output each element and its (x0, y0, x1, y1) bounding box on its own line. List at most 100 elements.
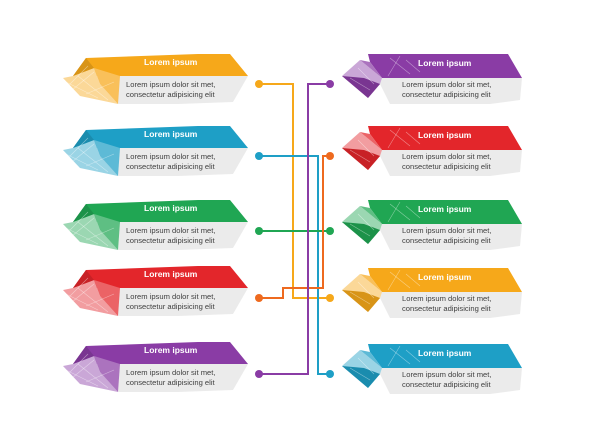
card-description: Lorem ipsum dolor sit met, consectetur a… (126, 368, 215, 388)
card-band (368, 200, 522, 224)
card-shape (342, 344, 522, 394)
dot-left-4 (255, 294, 263, 302)
card-band (368, 268, 522, 292)
connector-teal (259, 155, 330, 375)
card-description-line: consectetur adipisicing elit (402, 304, 491, 313)
card-description-line: consectetur adipisicing elit (402, 90, 491, 99)
card-title: Lorem ipsum (418, 272, 472, 282)
card-gem-face (73, 346, 94, 364)
card-description-line: Lorem ipsum dolor sit met, (402, 294, 492, 303)
card-shape (63, 266, 248, 316)
card-title: Lorem ipsum (144, 129, 198, 139)
card-band (73, 342, 248, 364)
card-gem-face (63, 140, 118, 176)
card-description-line: consectetur adipisicing elit (402, 236, 491, 245)
card-description-line: consectetur adipisicing elit (126, 378, 215, 387)
dot-right-5 (326, 370, 334, 378)
card-band (73, 266, 248, 288)
card-gem-face (360, 350, 382, 368)
left-card-2: Lorem ipsum Lorem ipsum dolor sit met, c… (58, 126, 248, 184)
card-gem-face (63, 68, 118, 104)
card-description-line: consectetur adipisicing elit (402, 380, 491, 389)
dot-right-2 (326, 152, 334, 160)
left-card-3: Lorem ipsum Lorem ipsum dolor sit met, c… (58, 200, 248, 258)
card-shape (63, 200, 248, 250)
card-gem-face (63, 214, 118, 250)
card-shape (342, 268, 522, 318)
card-mesh (65, 137, 115, 173)
card-mesh (349, 201, 421, 237)
card-panel (100, 148, 248, 176)
card-description-line: Lorem ipsum dolor sit met, (402, 370, 492, 379)
card-description-line: consectetur adipisicing elit (126, 162, 215, 171)
card-band (73, 126, 248, 148)
left-card-1: Lorem ipsum Lorem ipsum dolor sit met, c… (58, 54, 248, 112)
card-gem-face (94, 140, 120, 176)
card-title: Lorem ipsum (418, 348, 472, 358)
card-description-line: Lorem ipsum dolor sit met, (402, 80, 492, 89)
dot-left-3 (255, 227, 263, 235)
dot-right-1 (326, 80, 334, 88)
dot-left-2 (255, 152, 263, 160)
card-title: Lorem ipsum (144, 57, 198, 67)
card-mesh (65, 353, 115, 389)
card-description: Lorem ipsum dolor sit met, consectetur a… (126, 292, 215, 312)
card-panel (100, 364, 248, 392)
card-panel (100, 288, 248, 316)
card-description-line: consectetur adipisicing elit (126, 302, 215, 311)
card-gem-face (63, 356, 118, 392)
card-panel (100, 222, 248, 250)
card-panel (378, 150, 522, 176)
card-description: Lorem ipsum dolor sit met, consectetur a… (126, 226, 215, 246)
card-panel (378, 224, 522, 250)
connector-orange (259, 155, 330, 299)
card-mesh (65, 65, 115, 101)
card-gem-face (63, 280, 118, 316)
connector-dots (255, 80, 334, 378)
card-description-line: consectetur adipisicing elit (126, 236, 215, 245)
card-description-line: Lorem ipsum dolor sit met, (126, 226, 216, 235)
card-gem-face (360, 132, 382, 150)
card-gem-face (342, 366, 380, 388)
card-gem-face (342, 222, 380, 244)
card-panel (100, 76, 248, 104)
right-card-2: Lorem ipsum Lorem ipsum dolor sit met, c… (340, 126, 530, 184)
card-gem-face (94, 68, 120, 104)
connector-purple (259, 83, 330, 375)
card-description-line: Lorem ipsum dolor sit met, (126, 368, 216, 377)
card-title: Lorem ipsum (144, 203, 198, 213)
card-shape (342, 200, 522, 250)
card-gem-face (94, 280, 120, 316)
card-gem-face (94, 356, 120, 392)
card-title: Lorem ipsum (418, 130, 472, 140)
card-gem-face (73, 130, 94, 148)
card-panel (378, 368, 522, 394)
card-description-line: consectetur adipisicing elit (402, 162, 491, 171)
left-card-5: Lorem ipsum Lorem ipsum dolor sit met, c… (58, 342, 248, 400)
card-gem-face (360, 60, 382, 78)
card-description: Lorem ipsum dolor sit met, consectetur a… (126, 80, 215, 100)
card-mesh (349, 269, 421, 305)
card-band (368, 126, 522, 150)
card-shape (63, 342, 248, 392)
left-card-4: Lorem ipsum Lorem ipsum dolor sit met, c… (58, 266, 248, 324)
card-description: Lorem ipsum dolor sit met, consectetur a… (402, 226, 491, 246)
card-mesh (349, 345, 421, 381)
card-title: Lorem ipsum (144, 269, 198, 279)
card-description-line: Lorem ipsum dolor sit met, (126, 80, 216, 89)
card-description-line: Lorem ipsum dolor sit met, (402, 226, 492, 235)
card-band (73, 54, 248, 76)
card-description-line: Lorem ipsum dolor sit met, (402, 152, 492, 161)
card-title: Lorem ipsum (144, 345, 198, 355)
card-gem-face (73, 270, 94, 288)
card-shape (63, 126, 248, 176)
card-mesh (349, 55, 421, 91)
card-gem-face (342, 148, 380, 170)
right-card-3: Lorem ipsum Lorem ipsum dolor sit met, c… (340, 200, 530, 258)
card-panel (378, 292, 522, 318)
card-description-line: Lorem ipsum dolor sit met, (126, 152, 216, 161)
card-description-line: consectetur adipisicing elit (126, 90, 215, 99)
card-title: Lorem ipsum (418, 58, 472, 68)
